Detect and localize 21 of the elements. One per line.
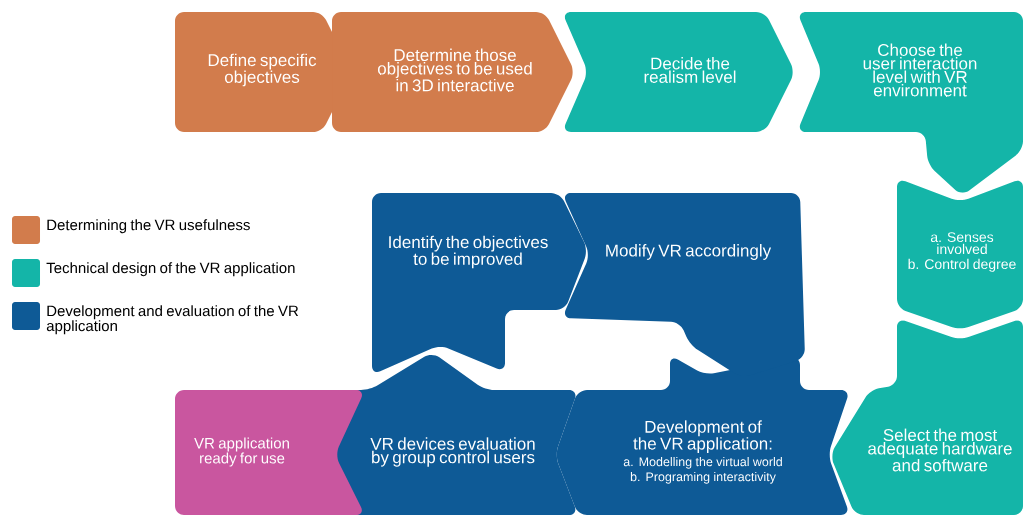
node-label: Define specific objectives <box>208 53 317 87</box>
chevron-box: Identify the objectives to be improved <box>372 193 586 373</box>
chevron-box: Development of the VR application: a. Modelling the virtual world b. Programing interactivity <box>556 357 848 515</box>
chevron-box: Determine those objectives to be used in 3D interactive <box>332 12 573 132</box>
chevron-box: a. Senses involved b. Control degree <box>897 180 1023 329</box>
node-label: VR devices evaluation by group control users <box>370 437 535 467</box>
chevron-box: Decide the realism level <box>564 12 793 132</box>
node-label: Identify the objectives to be improved <box>389 235 548 269</box>
legend-label: Technical design of the VR application <box>46 262 295 277</box>
node-label: b. Programing interactivity <box>630 472 776 484</box>
legend-label: Determining the VR usefulness <box>47 219 250 234</box>
chevron-box: Modify VR accordingly <box>564 193 805 376</box>
legend-label: Development and evaluation of the VR application <box>46 305 299 335</box>
chevron-box: VR application ready for use <box>175 390 362 515</box>
chevron-box: Select the most adequate hardware and software <box>832 320 1023 515</box>
chevron-box: Choose the user interaction level with VR environment <box>799 12 1023 193</box>
node-label: a. Modelling the virtual world <box>623 457 782 469</box>
chevron-box: Define specific objectives <box>175 12 350 132</box>
node-label: Determine those objectives to be used in 3D interactive <box>377 48 532 92</box>
node-label: Modify VR accordingly <box>606 244 772 260</box>
node-label: Development of the VR application: <box>633 420 772 454</box>
